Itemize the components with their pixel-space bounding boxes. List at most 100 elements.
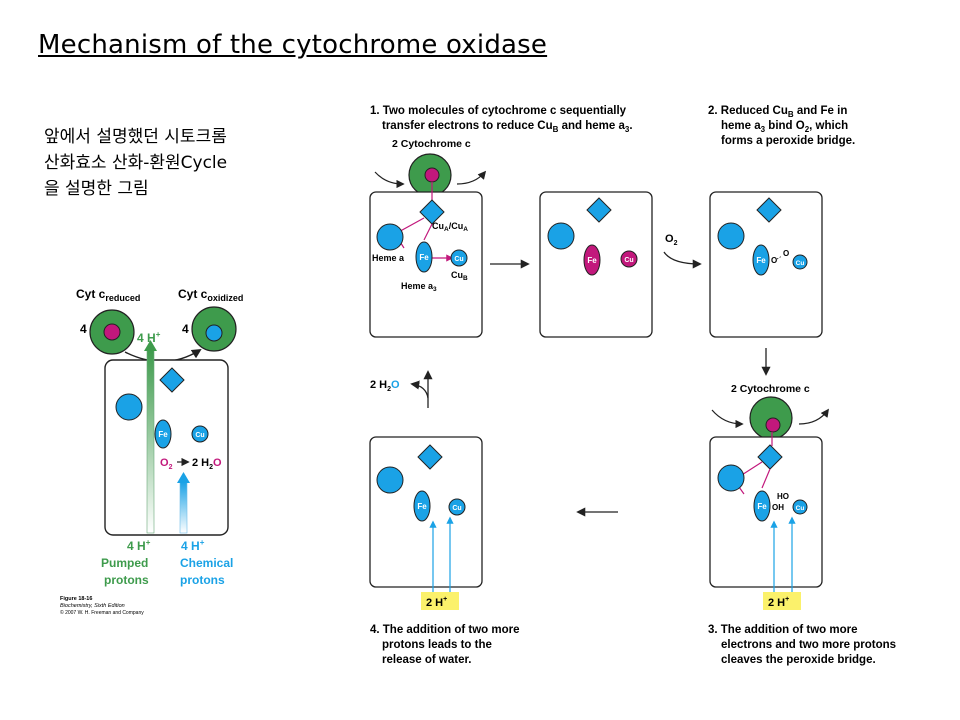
heme-a3-2 [583, 244, 601, 276]
water-label-left: 2 H2O [192, 457, 222, 471]
oh-label: OH [772, 503, 784, 512]
reduced-heme-dot [103, 323, 121, 341]
cyt-arrow-in-4 [711, 409, 744, 429]
cub-1 [450, 249, 468, 267]
o2-label-arrow: O2 [665, 233, 678, 247]
page-title: Mechanism of the cytochrome oxidase [38, 30, 548, 60]
count-left: 4 [80, 322, 87, 336]
step-1-text: 1. Two molecules of cytochrome c sequent… [370, 105, 633, 134]
heme-a3-4 [753, 490, 771, 522]
fe-label-4: Fe [757, 502, 767, 511]
chemical-h-label: 4 H+ [181, 538, 205, 553]
two-h-badge-b [763, 592, 801, 610]
panel-5: Fe Cu 2 H+ [369, 436, 483, 610]
cyt-reduced-label: Cyt creduced [76, 287, 140, 303]
description-line-1: 앞에서 설명했던 시토크롬 [44, 127, 227, 147]
figure-caption-2: Biochemistry, Sixth Edition [60, 603, 125, 609]
electron-path-1c [423, 223, 433, 241]
svg-text:1. Two molecules of cytochrome: 1. Two molecules of cytochrome c sequent… [370, 105, 627, 117]
svg-text:heme a3 bind O2, which: heme a3 bind O2, which [721, 120, 848, 134]
two-h-badge-a [421, 592, 459, 610]
water-out-label: 2 H2O [370, 379, 400, 393]
heme-a-left [115, 393, 143, 421]
cua-diamond-2 [586, 197, 612, 223]
cua-diamond-3 [756, 197, 782, 223]
svg-text:3. The addition of two more: 3. The addition of two more [708, 624, 858, 636]
cub-5 [448, 498, 466, 516]
svg-text:protons leads to the: protons leads to the [382, 639, 492, 651]
fe-label-3: Fe [756, 256, 766, 265]
heme-a-2 [547, 222, 575, 250]
cytochrome-c-label-mid: 2 Cytochrome c [731, 383, 810, 395]
protons-label-chemical: protons [180, 573, 225, 587]
heme-a3-left [154, 419, 172, 449]
step-2-text: 2. Reduced CuB and Fe in heme a3 bind O2… [708, 105, 855, 147]
pumped-proton-bar [146, 349, 155, 534]
protons-label-pumped: protons [104, 573, 149, 587]
chemical-arrow-head [177, 472, 190, 483]
svg-text:cleaves the peroxide bridge.: cleaves the peroxide bridge. [721, 654, 876, 666]
figure-caption-1: Figure 18-16 [60, 596, 92, 602]
svg-text:electrons and two more protons: electrons and two more protons [721, 639, 896, 651]
cu-label-4: Cu [796, 505, 805, 512]
heme-a3-3 [752, 244, 770, 276]
cu-label-left: Cu [195, 432, 204, 439]
o2-label-left: O2 [160, 457, 173, 471]
oxidized-heme-dot [205, 324, 223, 342]
pumped-arrow-head [144, 340, 157, 351]
svg-text:forms a peroxide bridge.: forms a peroxide bridge. [721, 135, 855, 147]
pumped-label: Pumped [101, 556, 148, 570]
heme-a-label: Heme a [372, 253, 405, 263]
chemical-label: Chemical [180, 556, 233, 570]
cyt-arrow-out-4 [798, 408, 829, 425]
cu-label-3: Cu [796, 260, 805, 267]
cytochrome-c-label-top: 2 Cytochrome c [392, 138, 471, 150]
electron-path-4c [761, 468, 771, 489]
left-summary-figure: Cyt creduced Cyt coxidized 4 4 Fe Cu 4 H… [60, 287, 243, 616]
cu-label-5: Cu [452, 505, 461, 512]
cu-label-1: Cu [454, 256, 463, 263]
two-h-label-a: 2 H+ [426, 596, 447, 609]
cua-label: CuA/CuA [432, 221, 468, 233]
fe-label-left: Fe [158, 430, 168, 439]
chemical-proton-bar [179, 481, 188, 534]
fe-label-1: Fe [419, 253, 429, 262]
description-line-2: 산화효소 산화-환원Cycle [44, 153, 228, 173]
cub-3 [792, 254, 808, 270]
cub-left [191, 425, 209, 443]
panel-2: Fe Cu [539, 191, 653, 338]
heme-a-5 [376, 466, 404, 494]
step-3-text: 3. The addition of two more electrons an… [708, 624, 896, 666]
heme-a-1 [376, 223, 404, 251]
step-4-text: 4. The addition of two more protons lead… [370, 624, 520, 666]
pumped-h-label: 4 H+ [127, 538, 151, 553]
fe-label-5: Fe [417, 502, 427, 511]
svg-text:transfer electrons to reduce C: transfer electrons to reduce CuB and hem… [382, 120, 633, 134]
cub-4 [792, 499, 808, 515]
description-text: 앞에서 설명했던 시토크롬 산화효소 산화-환원Cycle 을 설명한 그림 [44, 124, 227, 202]
heme-a3-1 [415, 241, 433, 273]
figure-caption-3: © 2007 W. H. Freeman and Company [60, 609, 144, 616]
cua-diamond-5 [417, 444, 443, 470]
cyt-c-heme-mid [765, 417, 781, 433]
two-h-label-b: 2 H+ [768, 596, 789, 609]
cyt-arrow-in-1 [374, 171, 405, 189]
svg-text:release of water.: release of water. [382, 654, 472, 666]
cyt-oxidized-label: Cyt coxidized [178, 287, 243, 303]
pumped-h-top: 4 H+ [137, 330, 161, 345]
heme-a-4 [717, 464, 745, 492]
heme-a3-label: Heme a3 [401, 281, 437, 293]
fe-label-2: Fe [587, 256, 597, 265]
peroxide-o-2: O [783, 249, 789, 258]
cub-label: CuB [451, 270, 468, 282]
ho-label: HO [777, 492, 789, 501]
svg-text:2. Reduced CuB and Fe in: 2. Reduced CuB and Fe in [708, 105, 847, 119]
description-line-3: 을 설명한 그림 [44, 179, 149, 199]
panel-4: 2 Cytochrome c Fe Cu OH HO 2 H+ [709, 383, 829, 610]
panel-1: 2 Cytochrome c Fe Cu CuA/CuA Heme a Heme… [369, 138, 487, 338]
peroxide-o-1: O [771, 256, 777, 265]
arrow-panel2-to-3 [663, 251, 702, 269]
cub-2 [620, 250, 638, 268]
cu-label-2: Cu [624, 257, 633, 264]
